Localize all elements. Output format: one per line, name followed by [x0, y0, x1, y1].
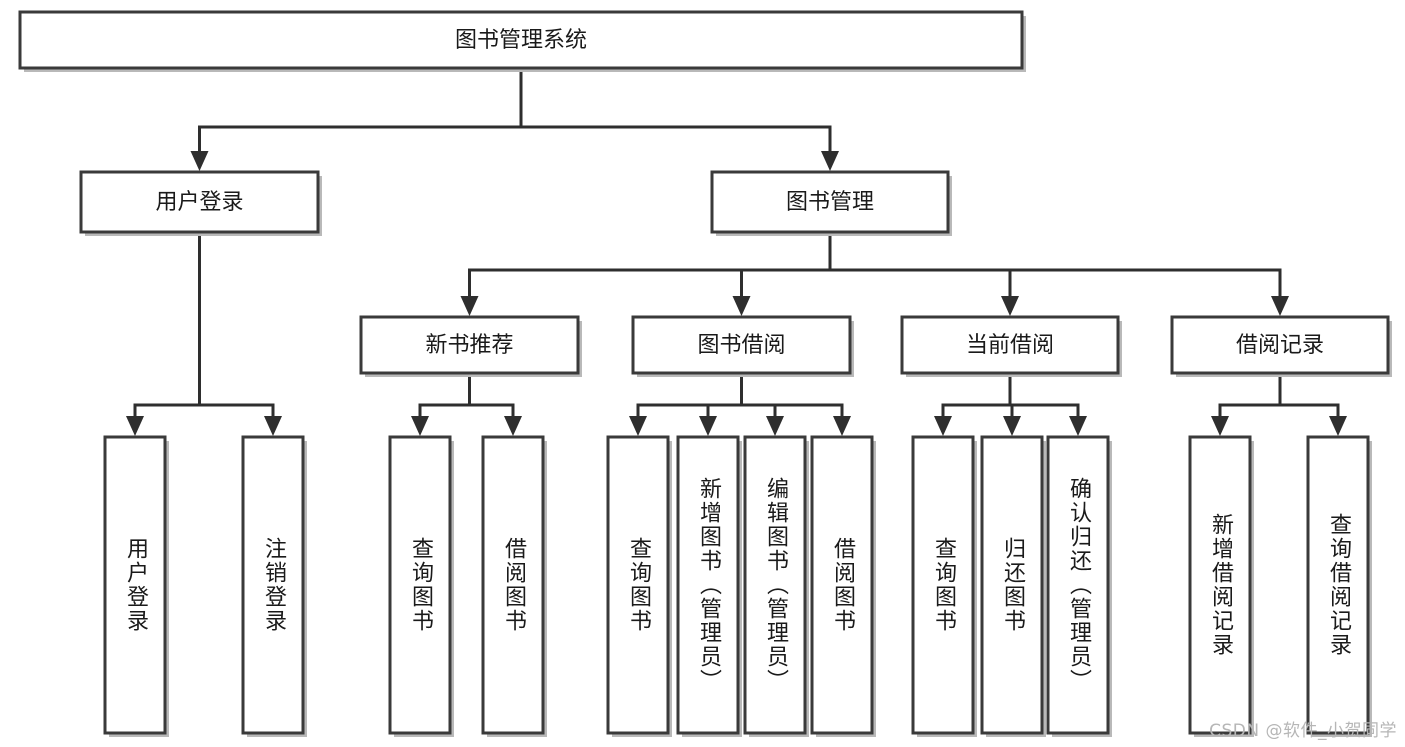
node-label-book-management: 图书管理: [786, 190, 874, 215]
arrow-head-icon: [1003, 416, 1021, 436]
arrow-head-icon: [1271, 296, 1289, 316]
arrow-head-icon: [766, 416, 784, 436]
node-box-leaf-user-login[interactable]: [103, 435, 167, 735]
arrow-head-icon: [411, 416, 429, 436]
arrow-head-icon: [190, 151, 209, 171]
node-box-leaf-borrow-book-1[interactable]: [481, 435, 545, 735]
node-box-leaf-query-book-3[interactable]: [911, 435, 975, 735]
node-label-new-book-recommend: 新书推荐: [425, 333, 513, 358]
node-box-leaf-logout-login[interactable]: [241, 435, 305, 735]
arrow-head-icon: [1329, 416, 1347, 436]
node-box-current-borrow[interactable]: [900, 315, 1120, 375]
arrow-head-icon: [504, 416, 522, 436]
node-box-leaf-query-borrow-record[interactable]: [1306, 435, 1370, 735]
arrow-head-icon: [699, 416, 717, 436]
arrow-head-icon: [732, 296, 751, 316]
arrow-head-icon: [1211, 416, 1229, 436]
node-box-leaf-add-book-admin[interactable]: [676, 435, 740, 735]
node-box-new-book-recommend[interactable]: [359, 315, 580, 375]
arrow-head-icon: [934, 416, 952, 436]
node-label-user-login: 用户登录: [155, 190, 243, 215]
arrow-head-icon: [821, 151, 839, 171]
node-box-leaf-query-book-1[interactable]: [388, 435, 452, 735]
connector-layer: [126, 66, 1347, 436]
arrow-head-icon: [126, 416, 144, 436]
arrow-head-icon: [264, 416, 282, 436]
node-label-root: 图书管理系统: [455, 28, 587, 53]
node-box-root[interactable]: [18, 10, 1024, 70]
node-box-user-login[interactable]: [79, 170, 320, 234]
node-box-leaf-edit-book-admin[interactable]: [743, 435, 807, 735]
arrow-head-icon: [1069, 416, 1087, 436]
csdn-watermark: CSDN @软件_小贺同学: [1209, 721, 1397, 741]
node-box-leaf-query-book-2[interactable]: [606, 435, 670, 735]
arrow-head-icon: [833, 416, 851, 436]
node-label-borrow-record: 借阅记录: [1236, 333, 1324, 358]
node-box-leaf-return-book[interactable]: [980, 435, 1044, 735]
node-box-borrow-record[interactable]: [1170, 315, 1390, 375]
node-box-book-management[interactable]: [710, 170, 950, 234]
node-box-book-borrow[interactable]: [631, 315, 852, 375]
node-box-layer: [18, 10, 1392, 737]
node-label-book-borrow: 图书借阅: [697, 333, 785, 358]
node-box-leaf-add-borrow-record[interactable]: [1188, 435, 1252, 735]
arrow-head-icon: [460, 296, 479, 316]
arrow-head-icon: [629, 416, 647, 436]
node-label-current-borrow: 当前借阅: [966, 333, 1054, 358]
node-box-leaf-borrow-book-2[interactable]: [810, 435, 874, 735]
node-box-leaf-confirm-return-admin[interactable]: [1046, 435, 1110, 735]
arrow-head-icon: [1001, 296, 1019, 316]
